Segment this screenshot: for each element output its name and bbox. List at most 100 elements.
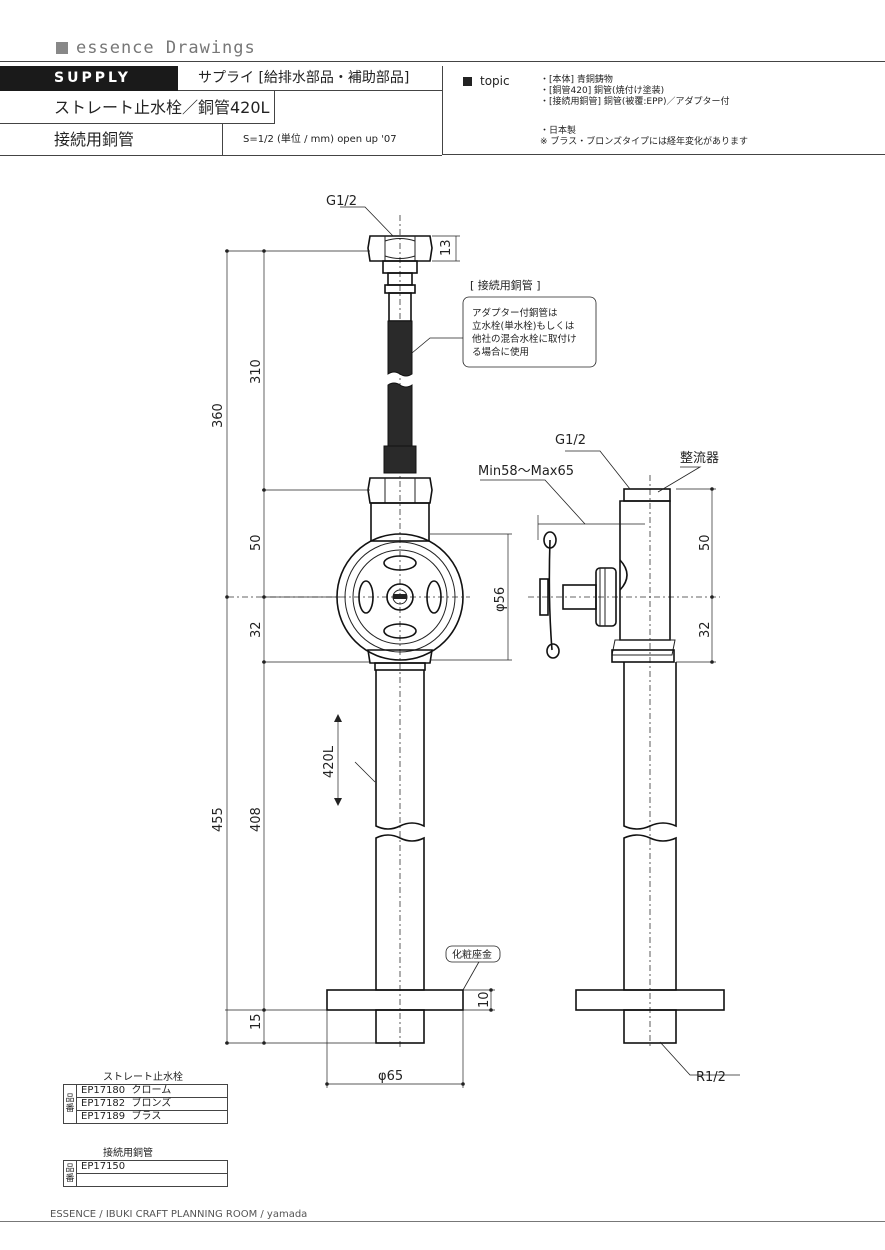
dim-total-upper: 360 <box>211 403 226 428</box>
table-row: 品番 EP17150 <box>63 1160 228 1187</box>
origin-note: ※ ブラス・ブロンズタイプには経年変化があります <box>540 137 749 147</box>
topic-notes: ・[本体] 青銅鋳物 ・[銅管420] 銅管(焼付け塗装) ・[接続用銅管] 銅… <box>540 75 729 108</box>
topic-note: ・[接続用銅管] 銅管(被覆:EPP)／アダプター付 <box>540 97 730 107</box>
topic-note: ・[本体] 青銅鋳物 <box>540 75 613 85</box>
handle-diameter-label: φ56 <box>493 587 508 612</box>
threaded-tail <box>375 1009 425 1044</box>
aerator-label: 整流器 <box>680 451 719 466</box>
square-bullet-icon <box>463 76 472 86</box>
thread-top-label: G1/2 <box>326 194 357 209</box>
table-row <box>64 1173 228 1187</box>
part-finish: クローム <box>131 1085 172 1096</box>
table-cell: EP17150 <box>76 1160 228 1174</box>
dim-flange: 10 <box>477 991 492 1008</box>
side-view <box>528 475 725 1048</box>
side-threaded-tail <box>623 1009 677 1044</box>
part-code: EP17182 <box>81 1098 126 1109</box>
header-bottom-rule <box>442 154 885 155</box>
copper-pipe-lower <box>375 834 425 991</box>
sub-product-row: 接続用銅管 S=1/2 (単位 / mm) open up '07 <box>0 124 442 156</box>
valve-table-title: ストレート止水栓 <box>103 1072 183 1083</box>
dim-base: 15 <box>249 1013 264 1030</box>
handle-hub <box>386 583 414 611</box>
note-line: アダプター付銅管は <box>472 307 558 319</box>
part-number-label: 品番 <box>63 1084 77 1124</box>
side-aerator <box>623 488 671 502</box>
thread-side-label: G1/2 <box>555 433 586 448</box>
table-cell <box>76 1173 228 1187</box>
table-row: 品番 EP17180 クローム <box>63 1084 228 1124</box>
part-code: EP17150 <box>81 1161 126 1172</box>
header-top-rule <box>0 61 885 62</box>
top-nut <box>367 235 433 262</box>
title-block: SUPPLY サプライ [給排水部品・補助部品] ストレート止水栓／銅管420L… <box>0 66 885 156</box>
note-line: る場合に使用 <box>472 346 529 358</box>
footer-credit: ESSENCE / IBUKI CRAFT PLANNING ROOM / ya… <box>50 1209 308 1220</box>
base-diameter-label: φ65 <box>378 1069 403 1084</box>
wheel-hole <box>358 580 374 614</box>
valve-body <box>370 502 430 542</box>
pipe-part-table: 接続用銅管 品番 EP17150 <box>63 1144 228 1187</box>
front-view <box>228 215 470 1048</box>
dim-side-lower: 32 <box>698 621 713 638</box>
category-label: サプライ [給排水部品・補助部品] <box>178 66 442 91</box>
product-name: ストレート止水栓／銅管420L <box>0 91 275 124</box>
escutcheon-label: 化粧座金 <box>452 948 492 961</box>
wheel-hole <box>383 555 417 571</box>
pipe-table-title: 接続用銅管 <box>103 1148 153 1159</box>
dimensions <box>225 206 740 1088</box>
side-body <box>619 500 671 641</box>
table-row: EP17189 ブラス <box>64 1110 228 1124</box>
thread-bottom-label: R1/2 <box>696 1070 726 1085</box>
table-cell: EP17180 クローム <box>76 1084 228 1098</box>
part-code: EP17180 <box>81 1085 126 1096</box>
dim-side-upper: 50 <box>698 534 713 551</box>
topic-note: ・[銅管420] 銅管(焼付け塗装) <box>540 86 665 96</box>
part-code: EP17189 <box>81 1111 126 1122</box>
origin-notes: ・日本製 ※ ブラス・ブロンズタイプには経年変化があります <box>540 126 748 148</box>
dim-pipe: 408 <box>249 807 264 832</box>
valve-part-table: ストレート止水栓 品番 EP17180 クローム EP17182 ブロンズ EP… <box>63 1068 228 1124</box>
reach-label: Min58～Max65 <box>478 464 574 479</box>
escutcheon-flange <box>326 989 464 1011</box>
note-line: 他社の混合水栓に取付け <box>472 333 577 345</box>
escutcheon-callout-box <box>445 945 501 963</box>
dim-upper: 310 <box>249 359 264 384</box>
coated-fitting <box>383 445 417 474</box>
square-bullet-icon <box>56 42 68 54</box>
wheel-hole <box>383 623 417 639</box>
brand-text: essence Drawings <box>76 38 256 58</box>
brand-title: essence Drawings <box>56 38 256 58</box>
side-wheel-edge <box>548 539 553 651</box>
table-cell: EP17182 ブロンズ <box>76 1097 228 1111</box>
dim-total-lower: 455 <box>211 807 226 832</box>
sub-product-name: 接続用銅管 <box>54 130 135 149</box>
coated-pipe-upper <box>387 320 413 377</box>
topic-label: topic <box>480 74 510 88</box>
side-pipe-upper <box>623 662 677 830</box>
scale-label: S=1/2 (単位 / mm) open up '07 <box>222 124 442 155</box>
table-cell: EP17189 ブラス <box>76 1110 228 1124</box>
side-stem <box>562 584 597 610</box>
dim-top-nut: 13 <box>439 239 454 256</box>
note-title: [ 接続用銅管 ] <box>470 278 541 292</box>
note-box <box>462 296 597 368</box>
origin-note: ・日本製 <box>540 126 577 136</box>
header-divider <box>442 66 443 155</box>
footer-rule <box>0 1221 885 1222</box>
part-number-label: 品番 <box>63 1160 77 1187</box>
pipe-length-label: 420L <box>322 745 337 778</box>
dim-body-upper: 50 <box>249 534 264 551</box>
table-row: EP17182 ブロンズ <box>64 1097 228 1111</box>
note-line: 立水栓(単水栓)もしくは <box>472 320 575 332</box>
supply-badge: SUPPLY <box>0 66 178 91</box>
wheel-hole <box>426 580 442 614</box>
side-pipe-lower <box>623 834 677 991</box>
dim-body-lower: 32 <box>249 621 264 638</box>
part-finish: ブラス <box>131 1111 162 1122</box>
topic-heading: topic <box>463 74 510 88</box>
dimension-labels: G1/2 G1/2 整流器 Min58～Max65 φ65 R1/2 13 31… <box>211 194 726 1085</box>
copper-pipe-upper <box>375 670 425 830</box>
coated-pipe-lower <box>387 382 413 447</box>
